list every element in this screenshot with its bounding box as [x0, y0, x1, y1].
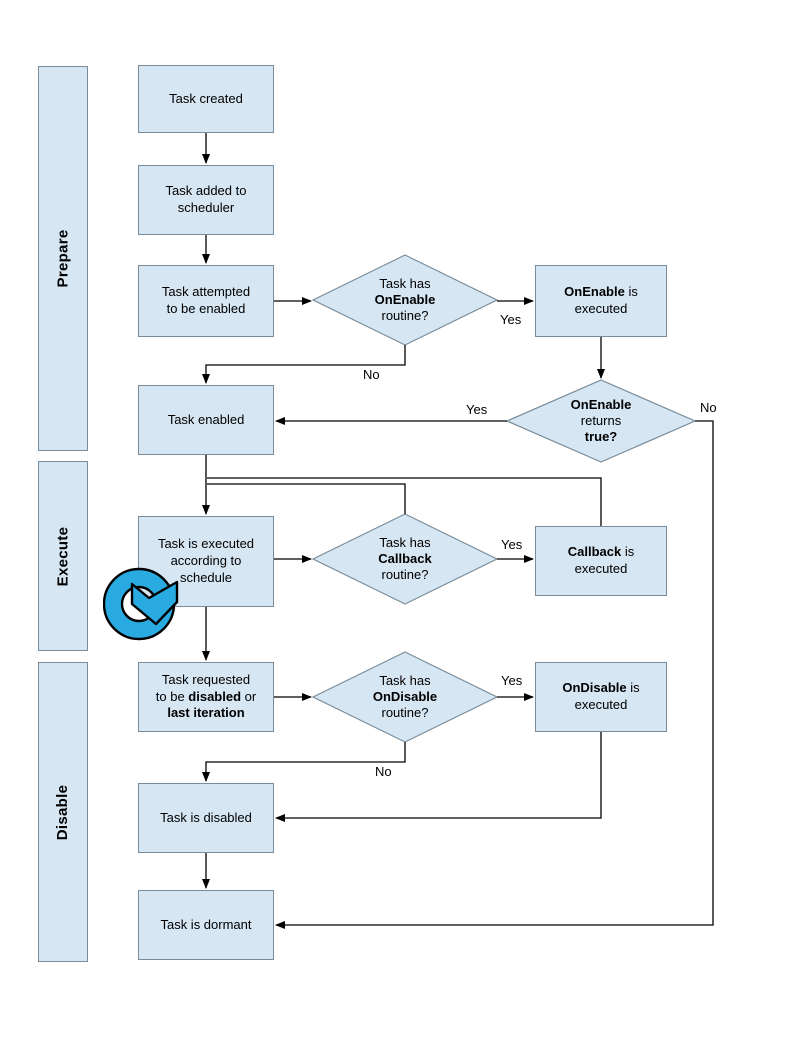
node-task-added-to-scheduler: Task added to scheduler [138, 165, 274, 235]
phase-label-disable: Disable [54, 784, 72, 840]
node-task-dormant-label: Task is dormant [160, 916, 252, 932]
node-ondisable-executed: OnDisable is executed [535, 662, 667, 732]
node-task-requested-label: Task requested to be disabled or last it… [155, 671, 257, 721]
node-onenable-executed-label: OnEnable is executed [564, 284, 638, 316]
phase-band-prepare: Prepare [38, 66, 88, 451]
loop-repeat-icon [103, 567, 179, 641]
decision-onenable-returns-true-shape [505, 379, 697, 463]
decision-has-callback: Task has Callback routine? [345, 514, 465, 604]
phase-band-disable: Disable [38, 662, 88, 962]
node-task-attempted-label: Task attempted to be enabled [161, 284, 251, 316]
node-onenable-executed: OnEnable is executed [535, 265, 667, 337]
edge-label-no-returnstrue: No [700, 400, 717, 415]
node-task-requested-disabled: Task requested to be disabled or last it… [138, 662, 274, 732]
phase-label-prepare: Prepare [54, 229, 72, 288]
node-callback-executed-label: Callback is executed [567, 544, 635, 576]
node-callback-executed: Callback is executed [535, 526, 667, 596]
decision-has-ondisable-shape [311, 651, 499, 743]
decision-has-ondisable: Task has OnDisable routine? [345, 652, 465, 742]
decision-onenable-returns-true-label: OnEnable returns true? [570, 396, 632, 445]
decision-has-callback-shape [311, 513, 499, 605]
connector-ondisableexec-to-disabled [275, 732, 602, 822]
node-task-created: Task created [138, 65, 274, 133]
decision-has-ondisable-label: Task has OnDisable routine? [372, 672, 438, 721]
edge-label-yes-onenable: Yes [500, 312, 522, 327]
decision-has-callback-label: Task has Callback routine? [378, 534, 432, 583]
decision-has-onenable: Task has OnEnable routine? [345, 255, 465, 345]
node-task-enabled-label: Task enabled [167, 411, 245, 427]
edge-label-no-ondisable: No [375, 764, 392, 779]
decision-has-onenable-label: Task has OnEnable routine? [374, 275, 436, 324]
phase-band-execute: Execute [38, 461, 88, 651]
node-task-disabled-label: Task is disabled [160, 809, 252, 825]
edge-label-yes-returnstrue: Yes [466, 402, 488, 417]
node-task-disabled: Task is disabled [138, 783, 274, 853]
node-task-added-label: Task added to scheduler [165, 183, 247, 215]
edge-label-yes-callback: Yes [501, 537, 523, 552]
phase-label-execute: Execute [54, 526, 72, 586]
connector-hascallback-loopback [207, 483, 406, 514]
decision-has-onenable-shape [311, 254, 499, 346]
decision-onenable-returns-true: OnEnable returns true? [541, 380, 661, 462]
edge-label-no-onenable: No [363, 367, 380, 382]
node-task-dormant: Task is dormant [138, 890, 274, 960]
node-ondisable-executed-label: OnDisable is executed [562, 680, 640, 712]
node-task-enabled: Task enabled [138, 385, 274, 455]
node-task-executed-label: Task is executed according to schedule [157, 536, 255, 585]
node-task-created-label: Task created [169, 90, 243, 106]
edge-label-yes-ondisable: Yes [501, 673, 523, 688]
node-task-attempted-enabled: Task attempted to be enabled [138, 265, 274, 337]
